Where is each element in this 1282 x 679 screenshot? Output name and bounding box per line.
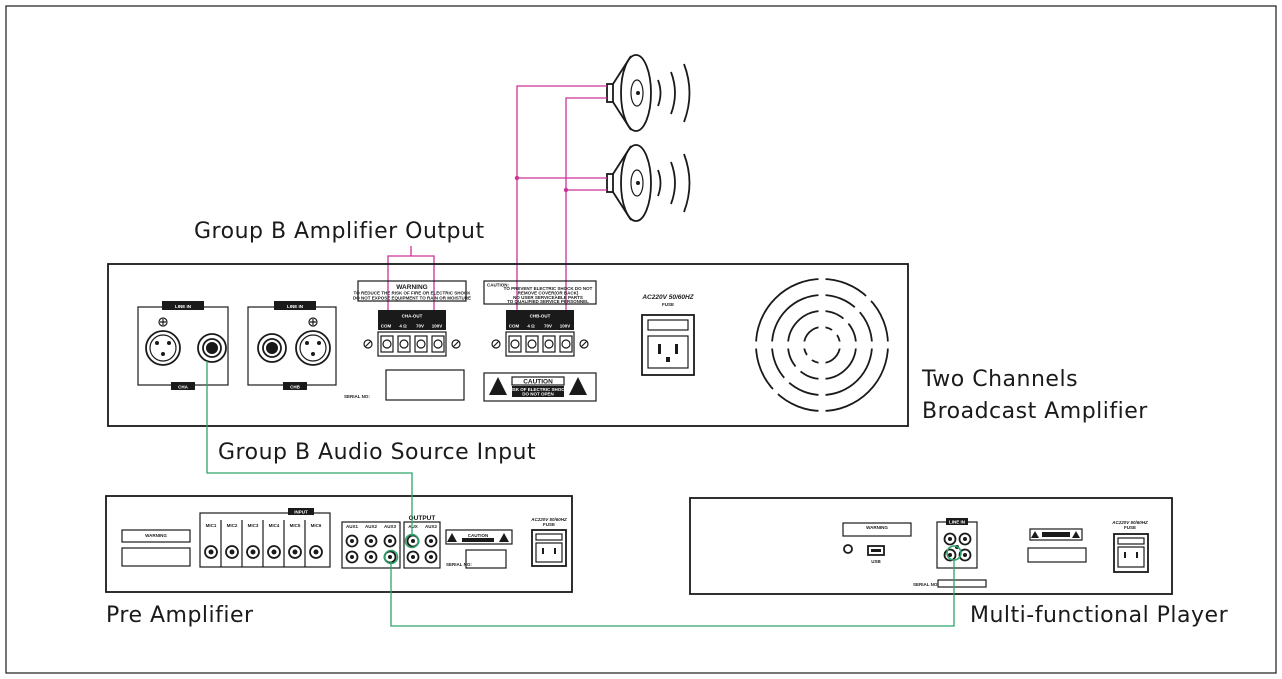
mic-label-2: MIC2 [227, 523, 238, 528]
multi-player-panel: WARNING USB LINE IN SERIAL NO: AC220V 50… [689, 497, 1173, 595]
chb-terminal-3: 100V [560, 324, 571, 329]
broadcast-amplifier-label: Broadcast Amplifier [922, 399, 1148, 424]
player-serial-label: SERIAL NO: [913, 582, 939, 587]
cha-label: CHA [178, 385, 188, 390]
mic-label-4: MIC4 [269, 523, 280, 528]
mic-label-3: MIC3 [248, 523, 259, 528]
fan-grille [752, 275, 892, 415]
power-fuse-label: FUSE [662, 302, 674, 307]
pre-amp-power: AC220V 50/60HZ FUSE [530, 517, 567, 567]
power-voltage-label: AC220V 50/60HZ [641, 294, 694, 301]
out-label-1: AUX [408, 524, 418, 529]
player-caution-box [1027, 528, 1087, 563]
speaker-wires [387, 85, 607, 330]
cha-terminal-0: COM [381, 324, 392, 329]
pre-amplifier-label: Pre Amplifier [106, 603, 254, 628]
power-inlet-a: AC220V 50/60HZ FUSE [641, 294, 695, 376]
mic-label-5: MIC5 [290, 523, 301, 528]
caution-line3: NO USER SERVICEABLE PARTS [513, 295, 583, 300]
pre-amp-caution-box: CAUTION [445, 529, 513, 545]
cha-out-label: CHA-OUT [402, 314, 423, 319]
line-in-a: LINE IN CHA [137, 301, 229, 390]
warning-line2: DO NOT EXPOSE EQUIPMENT TO RAIN OR MOIST… [353, 296, 471, 301]
speaker-bottom [606, 144, 691, 222]
two-channels-label: Two Channels [921, 367, 1078, 392]
player-warning-box: WARNING [842, 522, 912, 537]
line-in-b: LINE IN CHB [247, 301, 337, 390]
pre-amp-serial-box [465, 549, 507, 569]
pre-amp-output-label: OUTPUT [409, 515, 436, 522]
pre-amp-warning: WARNING [145, 533, 167, 538]
player-warning: WARNING [866, 525, 888, 530]
player-serial-box [937, 579, 987, 588]
pre-amp-power-label: AC220V 50/60HZ [530, 517, 567, 522]
chb-label: CHB [290, 385, 300, 390]
cha-terminal-2: 70V [416, 324, 424, 329]
caution-shock-box: CAUTION RISK OF ELECTRIC SHOCK DO NOT OP… [483, 372, 597, 402]
warning-line1: TO REDUCE THE RISK OF FIRE OR ELECTRIC S… [354, 291, 472, 296]
caution-box-title: CAUTION [523, 379, 553, 386]
chb-terminal-0: COM [509, 324, 520, 329]
outer-frame [5, 5, 1277, 674]
caution-box-sub1: RISK OF ELECTRIC SHOCK [508, 387, 568, 392]
caution-line4: TO QUALIFIED SERVICE PERSONNEL [507, 299, 589, 304]
aux-label-2: AUX2 [365, 524, 378, 529]
player-line-in-label: LINE IN [949, 520, 965, 525]
warning-label-box: WARNING TO REDUCE THE RISK OF FIRE OR EL… [353, 280, 472, 302]
pre-amp-fuse-label: FUSE [543, 522, 555, 527]
serial-box-a [385, 369, 465, 401]
caution-label: CAUTION: [487, 283, 509, 288]
cha-terminal-3: 100V [432, 324, 443, 329]
player-fuse-label: FUSE [1124, 525, 1136, 530]
line-in-a-label: LINE IN [175, 304, 191, 309]
speaker-top [606, 54, 691, 132]
line-in-b-label: LINE IN [287, 304, 303, 309]
multi-player-label: Multi-functional Player [970, 603, 1229, 628]
pre-amplifier-panel: WARNING INPUT MIC1 MIC2 MIC3 MIC4 MIC5 M… [105, 495, 573, 593]
caution-label-box: CAUTION: TO PREVENT ELECTRIC SHOCK DO NO… [483, 280, 597, 305]
aux-label-1: AUX1 [346, 524, 359, 529]
chb-terminal-1: 4 Ω [527, 324, 535, 329]
mic-label-1: MIC1 [206, 523, 217, 528]
player-power-label: AC220V 50/60HZ [1111, 520, 1148, 525]
mic-label-6: MIC6 [311, 523, 322, 528]
usb-port [867, 545, 885, 556]
group-b-amp-output-label: Group B Amplifier Output [194, 219, 485, 244]
caution-line1: TO PREVENT ELECTRIC SHOCK DO NOT [504, 286, 593, 291]
chb-out-terminal: CHB-OUT COM 4 Ω 70V 100V [491, 310, 589, 357]
player-power: AC220V 50/60HZ FUSE [1111, 520, 1149, 573]
cha-terminal-1: 4 Ω [399, 324, 407, 329]
chb-terminal-2: 70V [544, 324, 552, 329]
out-label-2: AUX2 [425, 524, 438, 529]
usb-label: USB [871, 559, 881, 564]
chb-out-label: CHB-OUT [530, 314, 551, 319]
pre-amp-serial-label: SERIAL NO: [446, 562, 472, 567]
aux-label-3: AUX3 [384, 524, 397, 529]
player-usb-indicator [843, 544, 853, 554]
serial-no-label: SERIAL NO: [344, 394, 370, 399]
cha-out-terminal: CHA-OUT COM 4 Ω 70V 100V [363, 310, 461, 357]
warning-title: WARNING [396, 284, 427, 291]
broadcast-amplifier-panel: LINE IN CHA LINE IN CHB [107, 263, 909, 427]
pre-amp-warning-box: WARNING [121, 529, 191, 567]
group-b-audio-input-label: Group B Audio Source Input [218, 440, 536, 465]
pre-amp-mic-jacks: MIC1 MIC2 MIC3 MIC4 MIC5 MIC6 [204, 520, 323, 567]
caution-box-sub2: DO NOT OPEN [522, 392, 554, 397]
audio-wires [206, 361, 955, 627]
caution-line2: REMOVE COVER(OR BACK) [518, 291, 579, 296]
pre-amp-input-label: INPUT [294, 510, 308, 515]
pre-amp-caution: CAUTION [468, 533, 489, 538]
